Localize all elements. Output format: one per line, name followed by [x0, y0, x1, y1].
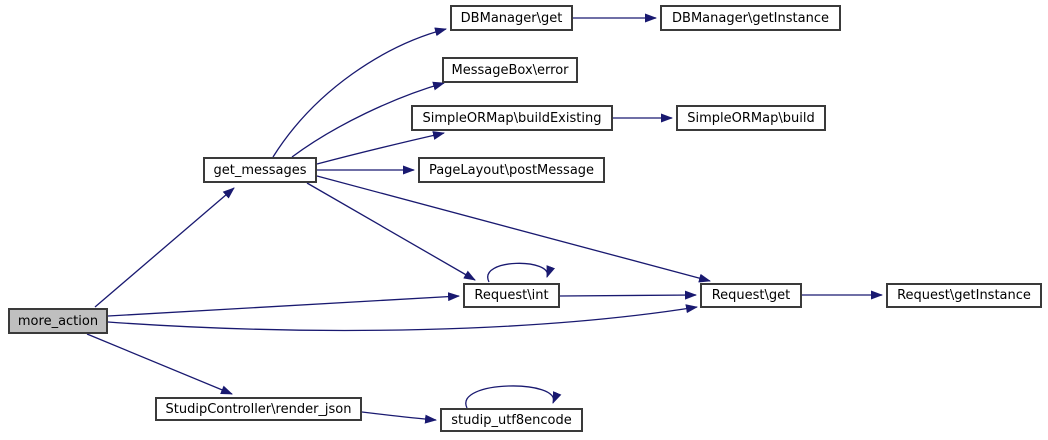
edge-request_int-to-request_get	[559, 290, 697, 300]
edge-more_action-to-request_int	[107, 292, 460, 317]
node-request_int[interactable]: Request\int	[463, 283, 560, 308]
node-messagebox_error[interactable]: MessageBox\error	[442, 57, 578, 83]
edge-get_messages-to-messagebox_error	[291, 81, 445, 158]
edge-more_action-to-studipcontroller_render_json	[86, 333, 233, 395]
node-simpleormap_build[interactable]: SimpleORMap\build	[676, 105, 826, 131]
node-more_action: more_action	[8, 308, 108, 334]
node-get_messages[interactable]: get_messages	[203, 157, 317, 183]
node-studip_utf8encode[interactable]: studip_utf8encode	[440, 408, 583, 432]
edge-get_messages-to-simpleormap_buildexisting	[316, 131, 445, 165]
edge-more_action-to-request_get	[107, 304, 698, 332]
node-request_getinstance[interactable]: Request\getInstance	[886, 283, 1042, 308]
edge-get_messages-to-request_get	[316, 175, 711, 283]
edge-more_action-to-get_messages	[94, 187, 235, 308]
node-pagelayout_postmessage[interactable]: PageLayout\postMessage	[418, 157, 605, 183]
edge-request_int-to-request_int	[487, 262, 555, 283]
edge-studip_utf8encode-to-studip_utf8encode	[465, 385, 562, 409]
node-dbmanager_getinstance[interactable]: DBManager\getInstance	[660, 5, 841, 31]
node-studipcontroller_render_json[interactable]: StudipController\render_json	[155, 397, 362, 421]
node-dbmanager_get[interactable]: DBManager\get	[450, 5, 573, 31]
edge-get_messages-to-dbmanager_get	[272, 27, 447, 158]
edge-studipcontroller_render_json-to-studip_utf8encode	[361, 411, 437, 424]
node-simpleormap_buildexisting[interactable]: SimpleORMap\buildExisting	[411, 105, 613, 131]
edge-get_messages-to-request_int	[306, 182, 476, 281]
node-request_get[interactable]: Request\get	[700, 283, 802, 308]
